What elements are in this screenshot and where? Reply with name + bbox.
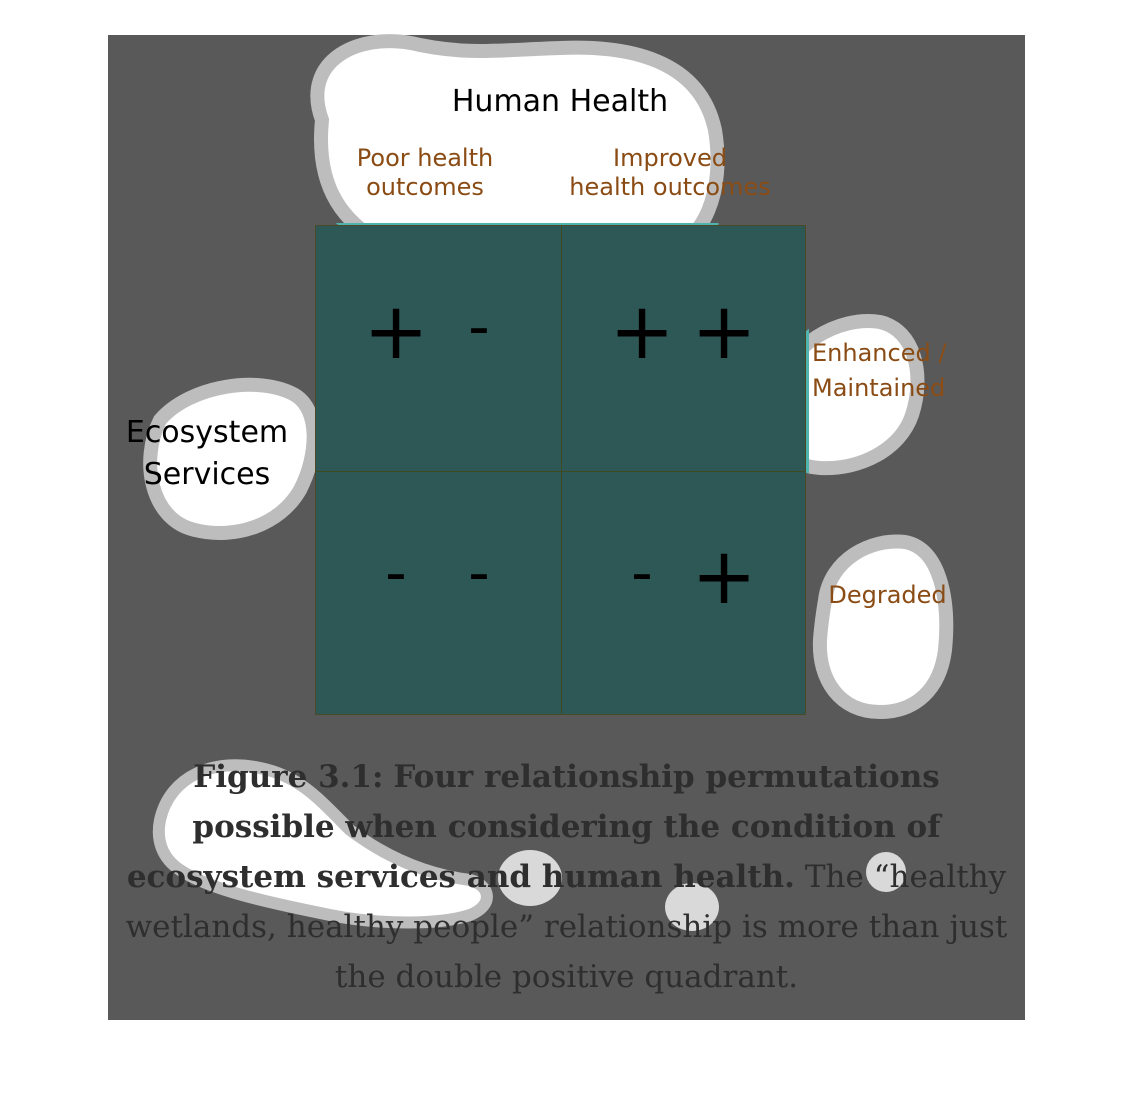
- column-label-improved-health-line2: health outcomes: [569, 172, 771, 201]
- column-label-poor-health-line1: Poor health: [356, 144, 494, 172]
- blob-small-3: [866, 852, 906, 892]
- column-label-improved-health: Improved health outcomes: [555, 144, 785, 202]
- blob-degraded: [812, 534, 954, 720]
- caption-body-text: The “healthy wetlands, healthy people” r…: [125, 859, 1008, 995]
- quadrant-grid: [315, 225, 806, 715]
- grid-vertical-divider: [561, 226, 562, 714]
- column-label-improved-health-line1: Improved: [613, 144, 727, 172]
- ecosystem-services-title-line1: Ecosystem: [125, 415, 289, 450]
- human-health-title: Human Health: [451, 84, 669, 119]
- blob-small-2: [665, 883, 719, 931]
- row-label-degraded: Degraded: [828, 581, 947, 609]
- quadrant-top-right-first-sign: +: [609, 287, 675, 377]
- row-label-enhanced-line2: Maintained: [812, 373, 946, 402]
- ecosystem-services-title-line2: Services: [143, 457, 271, 492]
- quadrant-bottom-left-first-sign: -: [385, 538, 407, 608]
- grid-horizontal-divider: [316, 471, 805, 472]
- blob-ecosystem-services: [143, 377, 321, 540]
- column-label-poor-health-line2: outcomes: [366, 172, 484, 201]
- quadrant-bottom-right-second-sign: +: [691, 532, 757, 622]
- caption-bold-text: Four relationship permutations possible …: [126, 759, 941, 895]
- quadrant-bottom-left-second-sign: -: [468, 538, 490, 608]
- quadrant-top-left-first-sign: +: [363, 287, 429, 377]
- column-label-poor-health: Poor health outcomes: [330, 144, 520, 202]
- blob-small-1: [498, 850, 562, 906]
- ecosystem-services-title: Ecosystem Services: [118, 412, 296, 496]
- row-label-enhanced-line1: Enhanced /: [812, 339, 947, 367]
- blob-caption: [152, 759, 493, 929]
- quadrant-top-right-second-sign: +: [691, 287, 757, 377]
- caption-figure-label: Figure 3.1:: [193, 759, 384, 795]
- row-label-enhanced: Enhanced / Maintained: [812, 336, 962, 406]
- quadrant-bottom-right-first-sign: -: [631, 538, 653, 608]
- figure-caption: Figure 3.1: Four relationship permutatio…: [118, 752, 1015, 1002]
- quadrant-top-left-second-sign: -: [468, 292, 490, 362]
